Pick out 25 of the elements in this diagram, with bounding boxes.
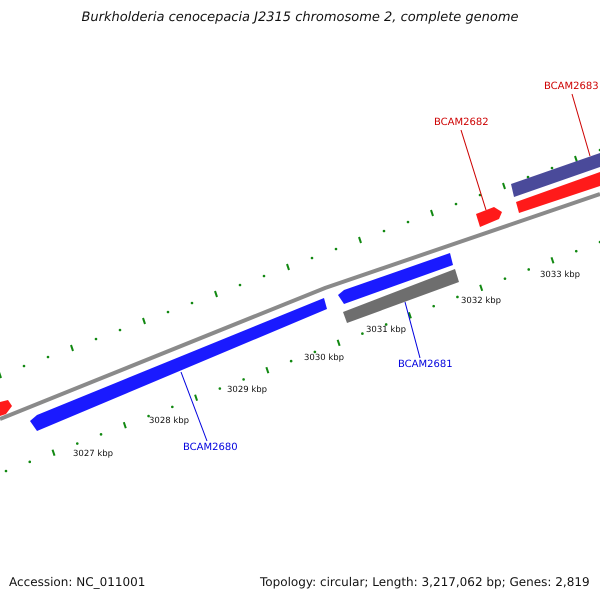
scale-label: 3027 kbp: [73, 450, 114, 458]
footer-text: Accession: NC_011001: [9, 576, 146, 588]
footer-text: Topology: circular; Length: 3,217,062 bp; Genes: 2,819: [260, 576, 590, 588]
leader-line: [572, 94, 590, 156]
gene-label: BCAM2680: [183, 443, 238, 453]
leader-line: [404, 302, 420, 358]
scale-label: 3030 kbp: [304, 354, 344, 362]
scale-label: 3033 kbp: [540, 271, 580, 280]
leader-line: [180, 372, 208, 442]
gene-bar: [30, 298, 327, 431]
gene-bar: [343, 269, 459, 323]
gene-label: BCAM2682: [434, 118, 489, 128]
title: Burkholderia cenocepacia J2315 chromosome 2, complete genome: [80, 11, 520, 24]
scale-label: 3029 kbp: [227, 386, 268, 394]
scale-label: 3028 kbp: [149, 417, 190, 426]
gene-bar: [338, 253, 453, 304]
gene-bar: [511, 153, 600, 197]
scale-label: 3032 kbp: [461, 297, 502, 306]
gene-label: BCAM2683: [544, 82, 599, 92]
gene-bar: [476, 207, 502, 227]
gene-bar: [516, 172, 600, 213]
gene-label: BCAM2681: [398, 360, 453, 370]
gene-bar: [0, 400, 12, 416]
leader-line: [460, 130, 486, 210]
scale-label: 3031 kbp: [366, 326, 406, 334]
